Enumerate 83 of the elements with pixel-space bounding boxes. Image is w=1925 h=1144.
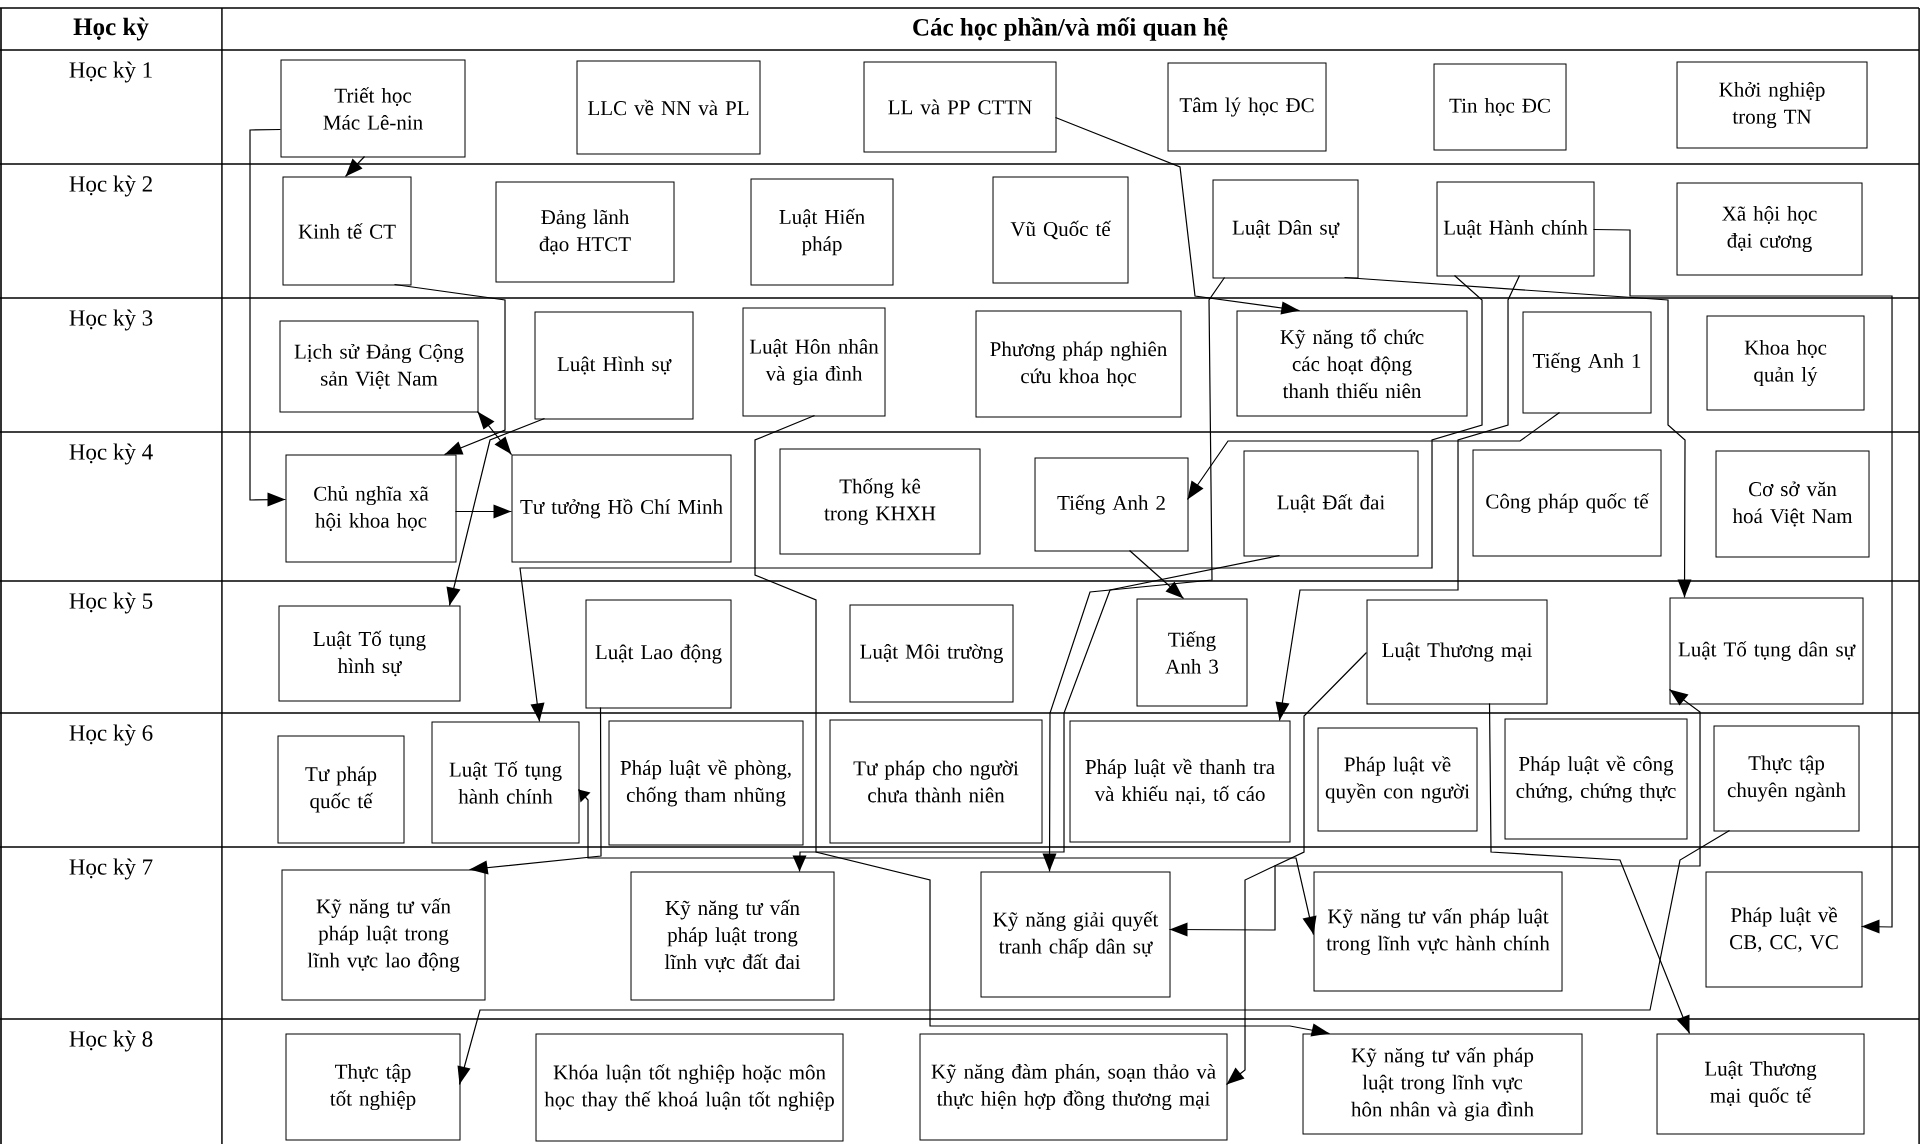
course-box: Triết học Mác Lê-nin [280, 59, 466, 158]
arrow [1186, 411, 1561, 501]
course-box: Tiếng Anh 2 [1034, 457, 1189, 552]
course-box: Công pháp quốc tế [1472, 449, 1662, 557]
course-box: Khởi nghiệp trong TN [1676, 61, 1868, 149]
arrow [577, 788, 1317, 936]
arrow [1275, 274, 1521, 722]
course-box: Tư tưởng Hồ Chí Minh [511, 454, 732, 563]
arrow [393, 283, 506, 456]
arrow [519, 274, 1483, 723]
course-box: Thống kê trong KHXH [779, 448, 981, 555]
course-box: Đảng lãnh đạo HTCT [495, 181, 675, 283]
arrow [1054, 116, 1301, 315]
course-box: Pháp luật về thanh tra và khiếu nại, tố cáo [1069, 720, 1291, 843]
course-box: Thực tập chuyên ngành [1713, 725, 1860, 832]
semester-label: Học kỳ 8 [69, 1030, 153, 1052]
course-box: Vũ Quốc tế [992, 176, 1129, 284]
course-box: Luật Lao động [585, 599, 732, 709]
course-box: Kỹ năng đàm phán, soạn thảo và thực hiện hợp đồng thương mại [919, 1033, 1228, 1141]
course-box: Pháp luật về CB, CC, VC [1705, 871, 1863, 988]
course-box: Luật Hành chính [1436, 181, 1595, 277]
course-box: Cơ sở văn hoá Việt Nam [1715, 450, 1870, 558]
course-box: Tiếng Anh 1 [1522, 311, 1652, 414]
course-box: Kỹ năng giải quyết tranh chấp dân sự [980, 871, 1171, 998]
course-box: Luật Tố tụng hành chính [431, 721, 580, 844]
arrow [754, 414, 1331, 1037]
arrow [249, 128, 287, 507]
column-header: Các học phần/và mối quan hệ [913, 17, 1228, 41]
arrow [446, 417, 546, 607]
course-box: Luật Dân sự [1212, 179, 1359, 279]
course-box: Khoa học quản lý [1706, 315, 1865, 411]
course-box: Kỹ năng tư vấn pháp luật trong lĩnh vực hôn nhân và gia đình [1302, 1033, 1583, 1135]
arrow [1488, 702, 1691, 1035]
arrow [1225, 651, 1368, 1086]
semester-label: Học kỳ 7 [69, 858, 153, 880]
arrow [344, 155, 366, 178]
course-box: Luật Thương mại quốc tế [1656, 1033, 1865, 1135]
course-box: Kỹ năng tư vấn pháp luật trong lĩnh vực đất đai [630, 871, 835, 1001]
semester-label: Học kỳ 4 [69, 443, 153, 465]
arrow [1168, 688, 1701, 937]
course-box: Kỹ năng tổ chức các hoạt động thanh thiếu niên [1236, 310, 1468, 417]
course-box: Khóa luận tốt nghiệp hoặc môn học thay thế khoá luận tốt nghiệp [535, 1033, 844, 1142]
semester-label: Học kỳ 1 [69, 61, 152, 83]
arrow [468, 706, 602, 875]
course-box: Xã hội học đại cương [1676, 182, 1863, 276]
course-box: LL và PP CTTN [863, 61, 1057, 153]
semester-label: Học kỳ 6 [69, 724, 153, 746]
course-box: Luật Hình sự [534, 311, 694, 420]
course-box: Tin học ĐC [1433, 63, 1567, 151]
course-box: Chủ nghĩa xã hội khoa học [285, 454, 457, 563]
course-box: Luật Thương mại [1366, 599, 1548, 705]
semester-label: Học kỳ 3 [69, 309, 153, 331]
course-box: Kỹ năng tư vấn pháp luật trong lĩnh vực hành chính [1313, 871, 1563, 992]
semester-label: Học kỳ 5 [69, 592, 153, 614]
course-box: Kỹ năng tư vấn pháp luật trong lĩnh vực lao động [281, 869, 486, 1001]
course-box: Thực tập tốt nghiệp [285, 1033, 461, 1141]
arrow [454, 504, 513, 519]
course-box: LLC về NN và PL [576, 60, 761, 155]
course-box: Luật Tố tụng dân sự [1669, 597, 1864, 705]
course-box: Luật Tố tụng hình sự [278, 605, 461, 702]
course-box: Tư pháp quốc tế [277, 735, 405, 844]
course-box: Pháp luật về phòng, chống tham nhũng [608, 720, 804, 846]
course-box: Luật Hiến pháp [750, 178, 894, 286]
course-box: Lịch sử Đảng Cộng sản Việt Nam [279, 320, 479, 413]
course-box: Pháp luật về công chứng, chứng thực [1504, 718, 1688, 840]
course-box: Luật Môi trường [849, 604, 1014, 703]
arrow [1592, 228, 1893, 934]
arrow [1042, 276, 1226, 873]
semester-label: Học kỳ 2 [69, 175, 152, 197]
course-box: Kinh tế CT [282, 176, 412, 286]
arrow [1128, 549, 1185, 600]
course-box: Tiếng Anh 3 [1136, 598, 1248, 707]
course-box: Luật Hôn nhân và gia đình [742, 307, 886, 417]
arrow [457, 829, 1731, 1086]
course-box: Pháp luật về quyền con người [1317, 727, 1478, 832]
arrow [792, 554, 1281, 873]
arrow [1343, 276, 1692, 599]
course-box: Phương pháp nghiên cứu khoa học [975, 310, 1182, 418]
arrow [476, 410, 513, 456]
column-header: Học kỳ [73, 17, 149, 41]
course-box: Tư pháp cho người chưa thành niên [829, 719, 1043, 844]
course-box: Luật Đất đai [1243, 450, 1419, 557]
course-box: Tâm lý học ĐC [1167, 62, 1327, 152]
